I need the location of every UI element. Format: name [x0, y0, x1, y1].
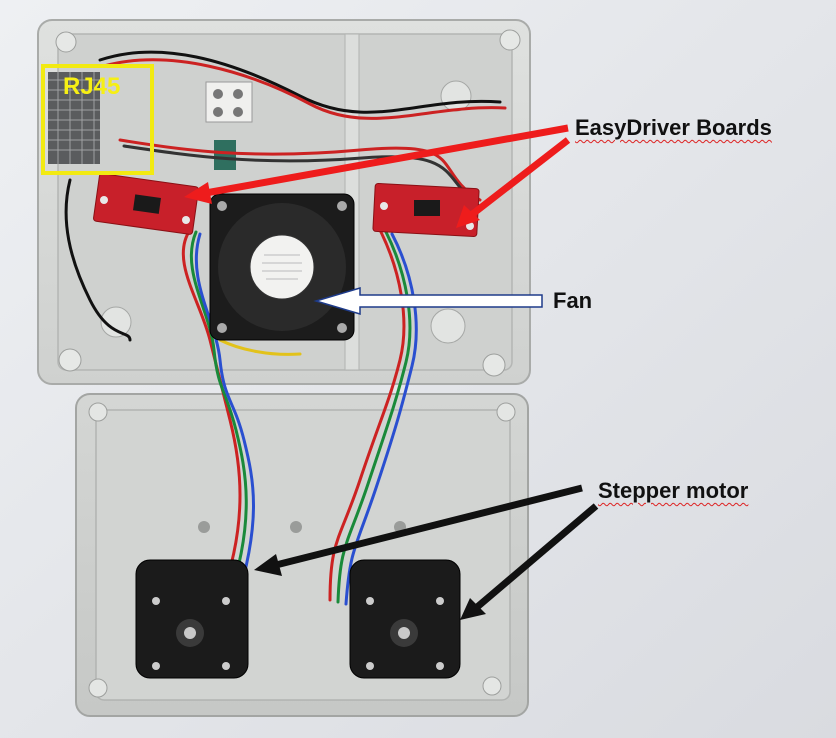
fan-label: Fan [553, 288, 593, 313]
fan-arrow [313, 286, 543, 316]
rj45-highlight-box [41, 64, 154, 175]
stepper-motor-label: Stepper motor [598, 478, 749, 503]
rj45-connector [48, 72, 100, 164]
easydriver-label: EasyDriver Boards [575, 115, 772, 140]
stepper-arrows [254, 484, 599, 620]
stepper-motor-left [135, 559, 249, 679]
rj45-label: RJ45 [63, 73, 121, 100]
easydriver-board-left [93, 173, 199, 235]
terminal-block [205, 81, 253, 170]
fan [209, 193, 355, 341]
easydriver-board-right [372, 182, 480, 238]
easydriver-arrows [184, 124, 571, 228]
stepper-motor-right [349, 559, 461, 679]
